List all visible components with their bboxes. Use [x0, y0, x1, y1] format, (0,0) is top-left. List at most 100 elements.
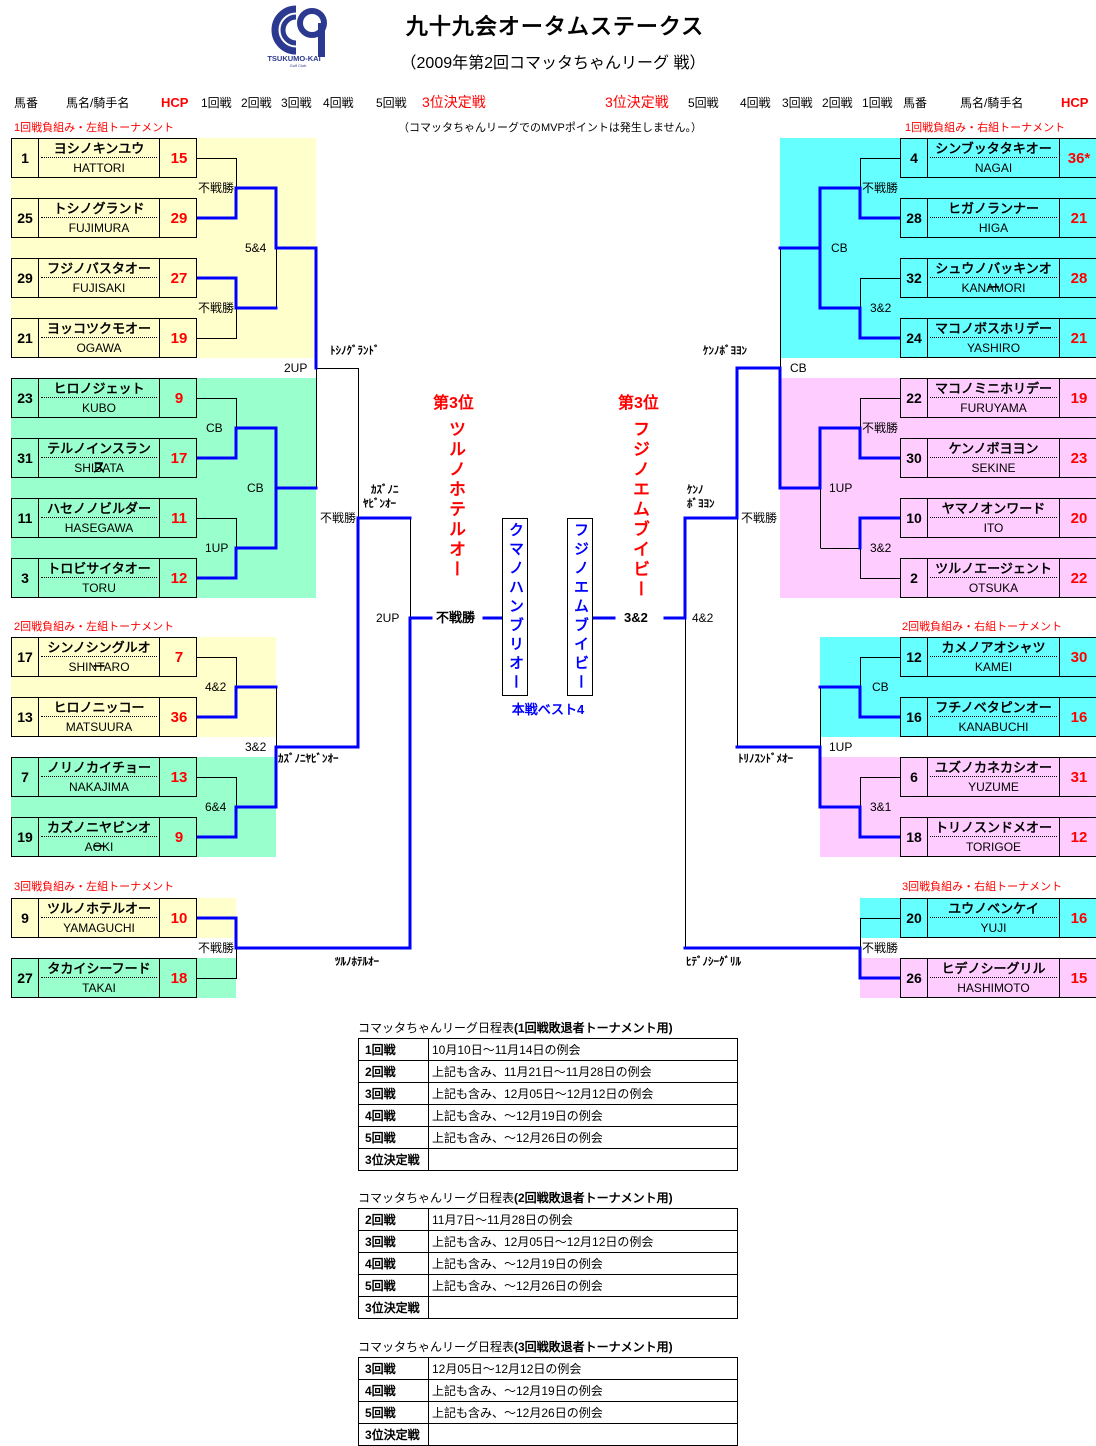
advancer-label: ﾋﾃﾞﾉｼｰｸﾞﾘﾙ	[686, 956, 741, 968]
jockey-name: SEKINE	[971, 461, 1016, 475]
handicap: 11	[171, 509, 187, 527]
group-label-left-1: 1回戦負組み・左組トーナメント	[14, 122, 175, 134]
match-result: 不戦勝	[741, 511, 778, 525]
horse-number: 16	[901, 698, 928, 736]
club-logo: TSUKUMO-KAI Golf Club	[267, 5, 327, 68]
handicap: 16	[1070, 708, 1088, 726]
schedule-row: 3回戦上記も含み、12月05日〜12月12日の例会	[358, 1082, 738, 1105]
caption-title: コマッタちゃんリーグ日程表	[358, 1021, 515, 1035]
horse-name: シュウノバッキンオー	[930, 259, 1057, 295]
handicap: 22	[1070, 569, 1088, 587]
col-header-hcp: HCP	[1061, 95, 1089, 110]
col-header-round1: 1回戦	[862, 96, 893, 110]
schedule-row: 5回戦上記も含み、〜12月26日の例会	[358, 1126, 738, 1149]
schedule-caption: コマッタちゃんリーグ日程表(2回戦敗退者トーナメント用)	[358, 1191, 738, 1208]
schedule-row: 3位決定戦	[358, 1296, 738, 1319]
third-place-result: 3&2	[624, 610, 648, 625]
horse-number: 12	[901, 638, 928, 676]
horse-number: 4	[901, 139, 928, 177]
jockey-name: KAMEI	[974, 660, 1013, 674]
advancer-label: ﾄｼﾉｸﾞﾗﾝﾄﾞ	[330, 345, 380, 357]
jockey-name: OTSUKA	[968, 581, 1019, 595]
match-result: 3&2	[870, 541, 892, 555]
jockey-name: KANABUCHI	[958, 720, 1029, 734]
dates-cell	[428, 1148, 738, 1171]
advancer-label: ｶｽﾞﾉﾆﾔﾋﾞﾝｵｰ	[278, 753, 339, 765]
dates-cell: 上記も含み、12月05日〜12月12日の例会	[428, 1230, 738, 1253]
horse-name: タカイシーフード	[41, 959, 157, 978]
col-header-round3: 3回戦	[782, 96, 813, 110]
schedule-row: 4回戦上記も含み、〜12月19日の例会	[358, 1252, 738, 1275]
col-header-round5: 5回戦	[376, 96, 407, 110]
col-header-round4: 4回戦	[323, 96, 354, 110]
jockey-name: TORIGOE	[965, 840, 1022, 854]
match-result: 4&2	[205, 680, 227, 694]
match-result: 2UP	[284, 361, 308, 375]
handicap: 9	[174, 828, 184, 846]
schedule-row: 4回戦上記も含み、〜12月19日の例会	[358, 1379, 738, 1402]
col-header-name: 馬名/騎手名	[66, 96, 130, 110]
jockey-name: ITO	[983, 521, 1004, 535]
horse-number: 11	[12, 499, 39, 537]
handicap: 21	[1070, 329, 1088, 347]
name-cell: フチノベタピンオー KANABUCHI	[928, 698, 1060, 736]
horse-number: 22	[901, 379, 928, 417]
horse-name: トシノグランド	[41, 199, 157, 218]
jockey-name: AOKI	[84, 840, 114, 854]
horse-name: フチノベタピンオー	[930, 698, 1057, 717]
dates-cell: 10月10日〜11月14日の例会	[428, 1038, 738, 1061]
advancer-label: ｹﾝﾉ	[687, 484, 704, 496]
handicap: 29	[170, 209, 188, 227]
group-label-left-2: 2回戦負組み・左組トーナメント	[14, 621, 175, 633]
horse-name: ヒデノシーグリル	[930, 959, 1057, 978]
horse-number: 27	[12, 959, 39, 997]
handicap: 15	[1070, 969, 1088, 987]
dates-cell: 11月7日〜11月28日の例会	[428, 1208, 738, 1231]
jockey-name: SHIBATA	[74, 461, 124, 475]
handicap: 17	[170, 449, 188, 467]
col-header-number: 馬番	[14, 96, 39, 110]
schedule-row: 5回戦上記も含み、〜12月26日の例会	[358, 1274, 738, 1297]
horse-number: 25	[12, 199, 39, 237]
handicap: 21	[1070, 209, 1088, 227]
logo-text: TSUKUMO-KAI	[267, 54, 320, 63]
horse-name: ヨシノキンユウ	[41, 139, 157, 158]
advancer-label: ﾂﾙﾉﾎﾃﾙｵｰ	[335, 956, 379, 968]
handicap: 27	[170, 269, 188, 287]
match-result: 1UP	[829, 740, 853, 754]
handicap: 16	[1070, 909, 1088, 927]
dates-cell: 上記も含み、〜12月19日の例会	[428, 1252, 738, 1275]
group-bg-left-1a	[11, 138, 316, 358]
winner-line	[356, 516, 412, 749]
match-result: 3&2	[870, 301, 892, 315]
match-result: 1UP	[829, 481, 853, 495]
horse-name: ヨッコツクモオー	[41, 319, 157, 338]
round-cell: 5回戦	[358, 1274, 429, 1297]
match-result: 不戦勝	[198, 181, 235, 195]
horse-number: 32	[901, 259, 928, 297]
match-result: CB	[206, 421, 223, 435]
schedule-caption: コマッタちゃんリーグ日程表(3回戦敗退者トーナメント用)	[358, 1340, 738, 1357]
horse-number: 3	[12, 559, 39, 597]
horse-number: 9	[12, 899, 39, 937]
jockey-name: HIGA	[978, 221, 1009, 235]
